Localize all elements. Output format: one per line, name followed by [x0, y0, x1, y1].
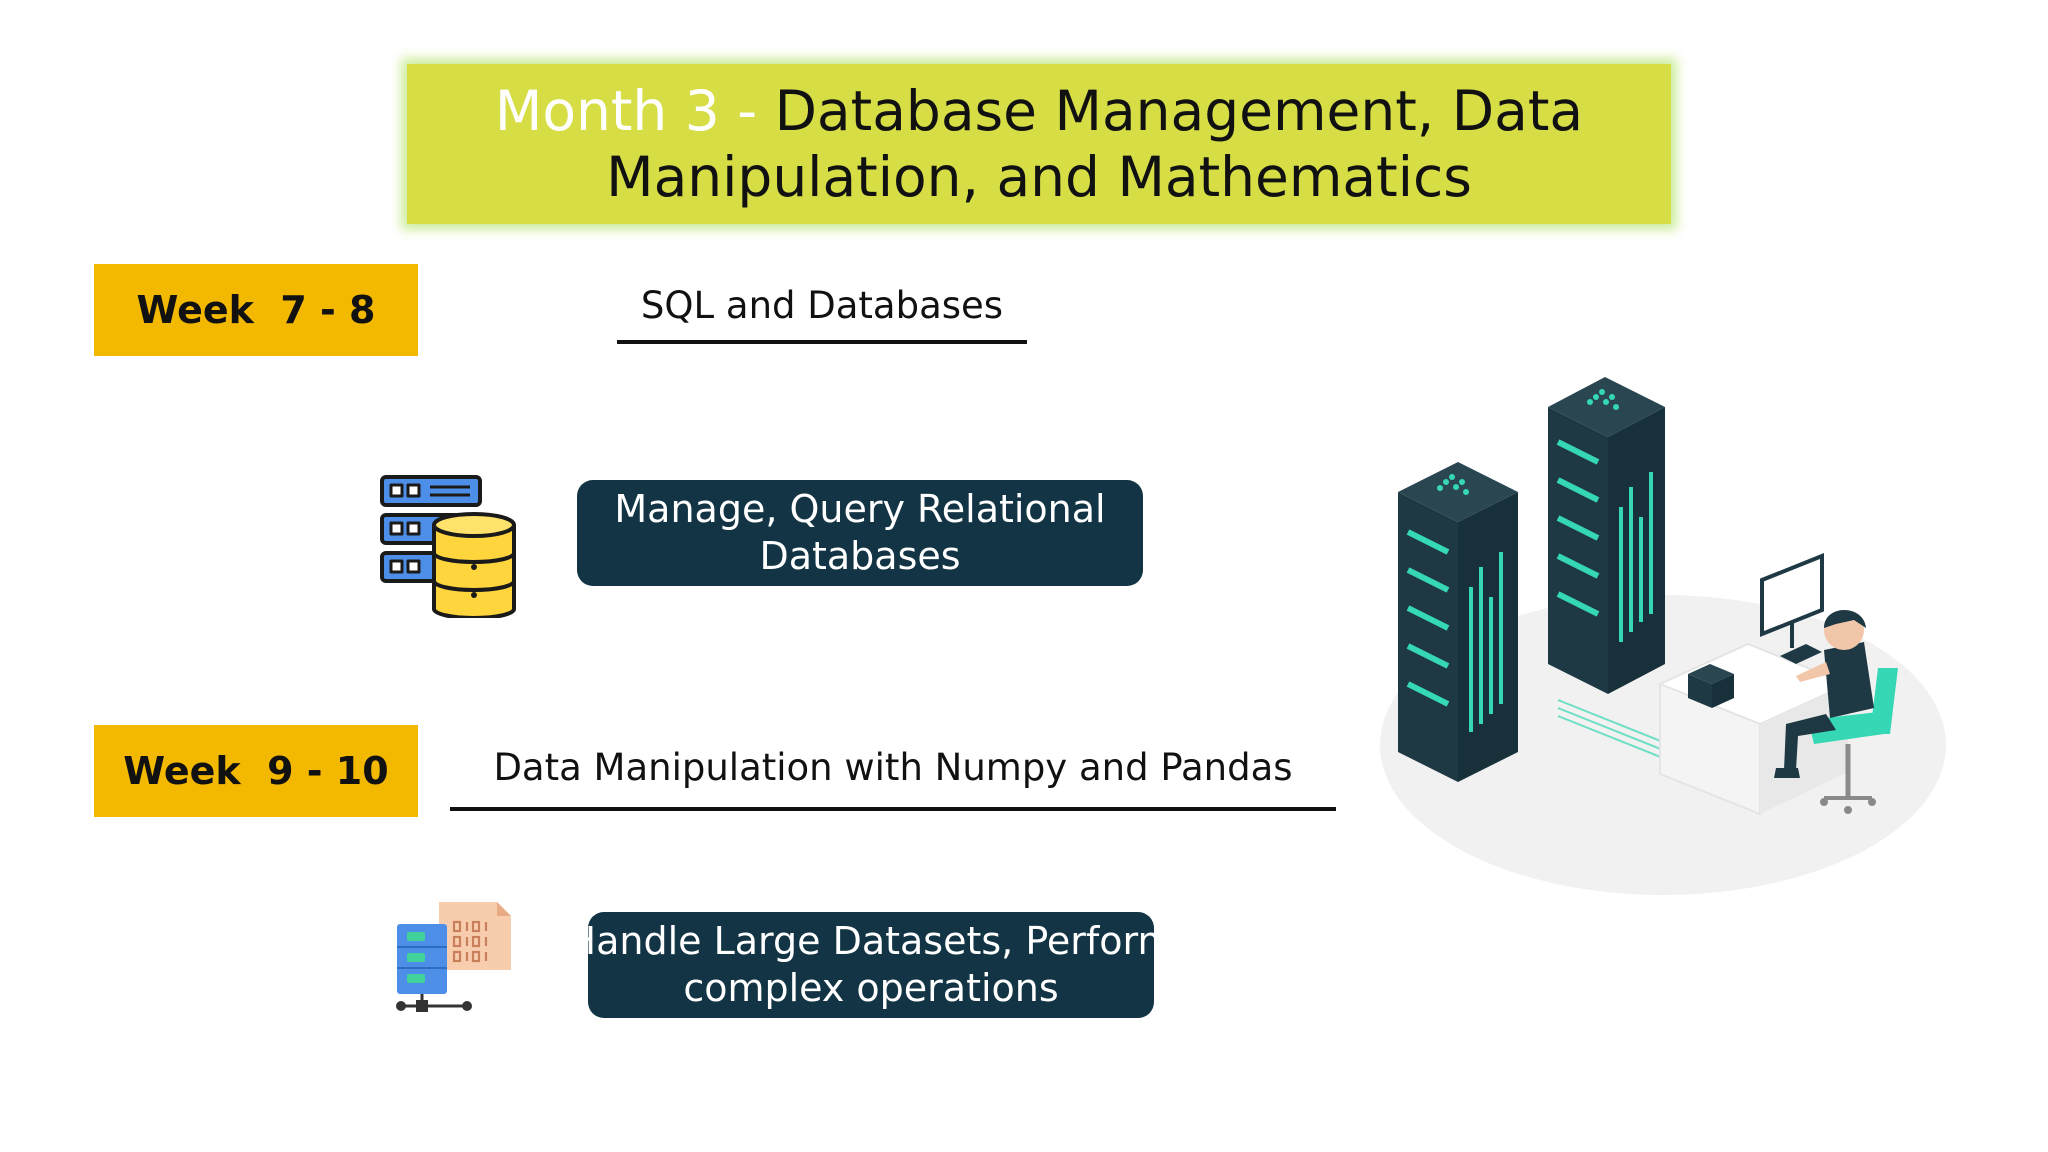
server-room-illustration: [1380, 377, 1946, 895]
title-line-2: Manipulation, and Mathematics: [606, 145, 1472, 209]
title-main: Database Management, Data: [774, 79, 1584, 143]
title-line-1: Month 3 - Database Management, Data: [495, 78, 1583, 144]
desktop-box: [1688, 664, 1734, 708]
topic-sql-databases: SQL and Databases: [640, 284, 1004, 327]
server-tower-back: [1548, 377, 1665, 694]
week-badge-9-10: Week 9 - 10: [94, 725, 418, 817]
binary-data-server-icon: [396, 902, 511, 1012]
monitor: [1760, 553, 1824, 664]
week-badge-7-8: Week 7 - 8: [94, 264, 418, 356]
database-server-icon: [380, 475, 516, 618]
topic-underline: [617, 340, 1027, 344]
description-box-sql: Manage, Query Relational Databases: [577, 480, 1143, 586]
topic-underline: [450, 807, 1336, 811]
topic-numpy-pandas: Data Manipulation with Numpy and Pandas: [493, 746, 1293, 789]
server-tower-front: [1398, 462, 1518, 782]
title-banner: Month 3 - Database Management, Data Mani…: [407, 64, 1671, 224]
person-at-desk: [1774, 610, 1898, 814]
title-prefix: Month 3 -: [494, 79, 775, 143]
description-box-numpy-pandas: Handle Large Datasets, Perform complex o…: [588, 912, 1154, 1018]
